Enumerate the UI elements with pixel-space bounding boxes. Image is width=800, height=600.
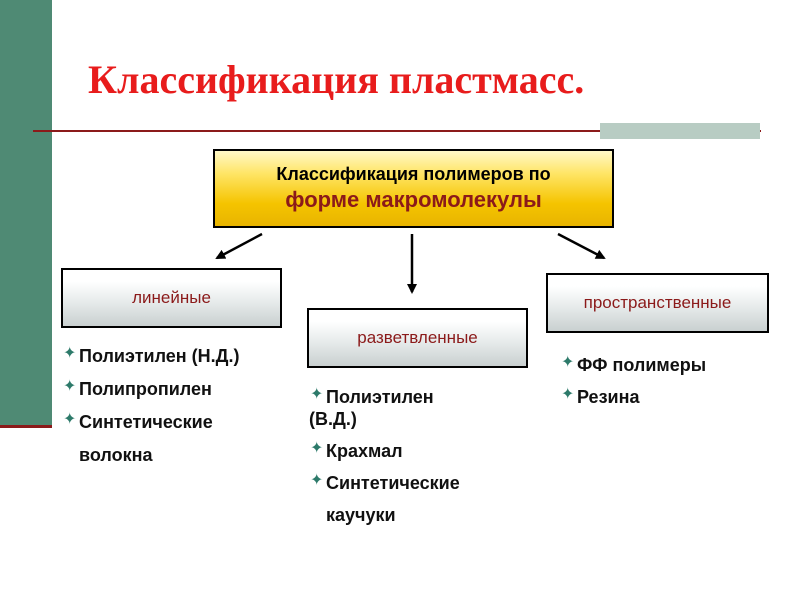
linear-examples-list: ✦Полиэтилен (Н.Д.) ✦Полипропилен ✦Синтет…	[62, 345, 302, 477]
root-node-line2: форме макромолекулы	[285, 186, 542, 212]
list-item: ✦Крахмал	[310, 440, 403, 461]
four-point-star-icon: ✦	[63, 411, 77, 428]
spatial-examples-list: ✦ФФ полимеры ✦Резина	[560, 354, 780, 418]
category-spatial: пространственные	[546, 273, 769, 333]
left-accent-bar	[0, 0, 52, 427]
list-item-continuation: каучуки	[326, 505, 396, 525]
title-divider-block	[600, 123, 760, 139]
list-item-continuation: волокна	[79, 445, 153, 465]
four-point-star-icon: ✦	[310, 386, 324, 403]
category-branched: разветвленные	[307, 308, 528, 368]
four-point-star-icon: ✦	[310, 472, 324, 489]
root-node-line1: Классификация полимеров по	[276, 163, 551, 184]
four-point-star-icon: ✦	[63, 378, 77, 395]
four-point-star-icon: ✦	[561, 386, 575, 403]
category-linear: линейные	[61, 268, 282, 328]
four-point-star-icon: ✦	[63, 345, 77, 362]
list-item: ✦Полипропилен	[63, 378, 212, 399]
branched-examples-list: ✦Полиэтилен(В.Д.) ✦Крахмал ✦Синтетически…	[309, 386, 509, 536]
list-item: ✦ФФ полимеры	[561, 354, 707, 375]
arrow-to-spatial	[557, 232, 606, 260]
slide-title: Классификация пластмасс.	[88, 57, 585, 102]
four-point-star-icon: ✦	[310, 440, 324, 457]
title-divider	[33, 130, 761, 132]
list-item: ✦Полиэтилен (Н.Д.)	[63, 345, 240, 366]
list-item: ✦Резина	[561, 386, 640, 407]
root-node: Классификация полимеров по форме макромо…	[213, 149, 614, 228]
four-point-star-icon: ✦	[561, 354, 575, 371]
left-accent-underline	[0, 425, 52, 428]
arrow-to-linear	[215, 232, 263, 260]
list-item: ✦Полиэтилен(В.Д.)	[309, 386, 434, 429]
